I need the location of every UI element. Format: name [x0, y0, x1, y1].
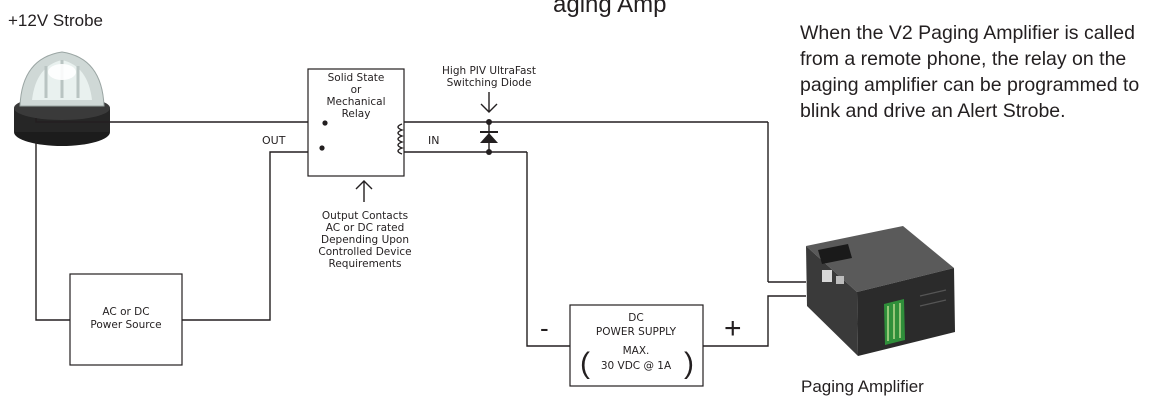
contacts-note-line-4: Controlled Device — [318, 246, 411, 258]
diode-pointer-arrow-icon — [480, 92, 498, 113]
dc-power-supply-box: DC POWER SUPPLY MAX. 30 VDC @ 1A ( ) — [569, 304, 704, 387]
diagram-title-partial: aging Amp — [553, 0, 666, 18]
paging-amplifier-image — [806, 226, 955, 356]
relay-coil-icon — [397, 123, 404, 155]
power-source-box: AC or DC Power Source — [69, 273, 183, 366]
diode-symbol-icon — [480, 122, 498, 152]
dc-minus-sign: - — [540, 313, 549, 343]
diode-node-bottom — [486, 149, 492, 155]
relay-text-line-2: or — [351, 84, 362, 96]
strobe-label: +12V Strobe — [8, 11, 103, 30]
contacts-note-line-1: Output Contacts — [322, 210, 408, 222]
dc-supply-line-3: MAX. — [623, 345, 650, 357]
dc-supply-left-paren: ( — [580, 347, 590, 380]
power-source-line-1: AC or DC — [102, 306, 149, 318]
relay-text-line-4: Relay — [342, 108, 371, 120]
diode-node-top — [486, 119, 492, 125]
wiring — [35, 118, 806, 347]
contacts-note-line-2: AC or DC rated — [326, 222, 405, 234]
contacts-pointer-arrow-icon — [355, 180, 373, 202]
relay-text-line-1: Solid State — [328, 72, 385, 84]
dc-supply-line-1: DC — [628, 312, 643, 324]
dc-plus-sign: + — [724, 312, 742, 345]
diode-text-line-2: Switching Diode — [447, 77, 532, 89]
relay-common-contact — [322, 120, 328, 126]
amplifier-label: Paging Amplifier — [801, 377, 924, 396]
relay-text-line-3: Mechanical — [326, 96, 385, 108]
dc-supply-right-paren: ) — [684, 347, 694, 380]
dc-supply-line-4: 30 VDC @ 1A — [601, 360, 672, 372]
relay-in-label: IN — [428, 134, 439, 147]
power-source-line-2: Power Source — [90, 319, 161, 331]
contacts-note-line-3: Depending Upon — [321, 234, 409, 246]
contacts-note-line-5: Requirements — [329, 258, 402, 270]
relay-box: Solid State or Mechanical Relay — [307, 68, 405, 177]
description-text: When the V2 Paging Amplifier is called f… — [800, 22, 1140, 122]
dc-supply-line-2: POWER SUPPLY — [596, 326, 677, 338]
relay-out-label: OUT — [262, 134, 286, 147]
diode-text-line-1: High PIV UltraFast — [442, 65, 536, 77]
relay-output-contact — [319, 145, 325, 151]
strobe-light-image — [14, 51, 110, 146]
